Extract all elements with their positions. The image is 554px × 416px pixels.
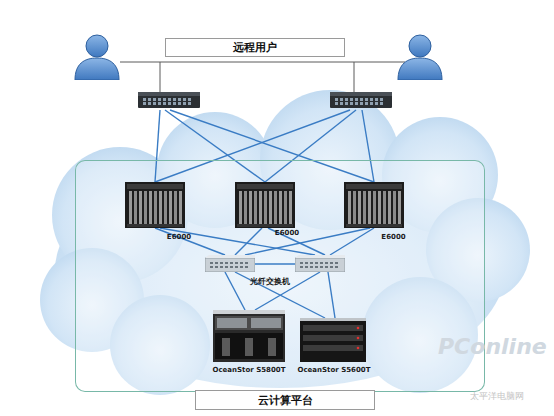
- watermark: PConline: [438, 336, 548, 358]
- storage-node: OceanStor S5600T: [286, 305, 382, 380]
- access-switch: [330, 92, 392, 108]
- access-switch: [138, 92, 200, 108]
- device-name: E6000: [371, 234, 416, 241]
- device-name: E6000: [266, 230, 308, 237]
- storage-node: OceanStor S5800T: [200, 305, 298, 380]
- server-node: E6000: [228, 178, 308, 240]
- fiber-switch: [295, 255, 345, 272]
- blade-server: [235, 182, 295, 228]
- device-label: 光纤交换机: [240, 278, 300, 286]
- blade-server: [344, 182, 404, 228]
- server-node: E6000: [338, 178, 418, 244]
- platform-fill: [75, 160, 485, 392]
- blade-server: [125, 182, 185, 228]
- watermark: 太平洋电脑网: [470, 392, 550, 401]
- user-icon: [75, 35, 119, 80]
- user-band: 远程用户: [165, 38, 345, 57]
- fiber-switch: [205, 255, 255, 272]
- storage-array: [213, 310, 285, 362]
- user-wires: [120, 62, 405, 93]
- device-name: OceanStor S5600T: [286, 367, 382, 374]
- user-icon: [398, 35, 442, 80]
- device-name: E6000: [158, 234, 200, 241]
- network-wires: [155, 110, 374, 318]
- band-label: 远程用户: [165, 38, 345, 57]
- device-name: OceanStor S5800T: [200, 367, 298, 374]
- band-label: 云计算平台: [195, 390, 375, 410]
- cloud-platform: 云计算平台E6000E6000E6000OceanStor S5800TOcea…: [75, 160, 485, 392]
- storage-array: [300, 318, 366, 362]
- server-node: E6000: [120, 178, 200, 244]
